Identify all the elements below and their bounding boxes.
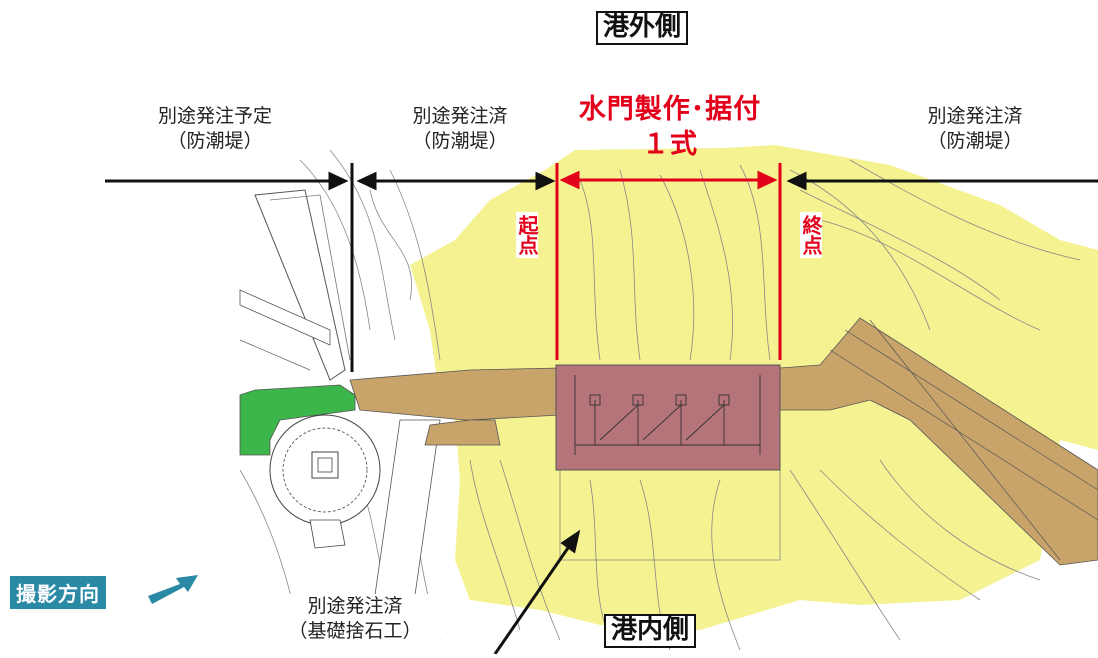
- right-ordered-label: 別途発注済 （防潮堤）: [900, 104, 1050, 153]
- left-planned-line2: （防潮堤）: [167, 129, 263, 152]
- bottom-ordered-line1: 別途発注済: [307, 595, 403, 617]
- left-ordered-line1: 別途発注済: [412, 105, 508, 127]
- round-structure: [269, 414, 381, 549]
- photo-direction-badge: 撮影方向: [10, 576, 106, 609]
- photo-direction-arrow: [148, 575, 198, 604]
- left-planned-line1: 別途発注予定: [157, 105, 272, 127]
- left-planned-label: 別途発注予定 （防潮堤）: [130, 104, 300, 153]
- bottom-ordered-label: 別途発注済 （基礎捨石工）: [270, 594, 440, 644]
- bottom-ordered-line2: （基礎捨石工）: [288, 619, 422, 642]
- center-scope-label: 水門製作･据付 １式: [550, 92, 790, 162]
- left-pier: [239, 189, 441, 631]
- seawall-left: [349, 367, 561, 446]
- seawall-right: [779, 317, 1098, 566]
- left-ordered-label: 別途発注済 （防潮堤）: [385, 104, 535, 153]
- seawall-right-detail: [829, 319, 1098, 561]
- sluice-gate-detail: [574, 375, 761, 455]
- start-point-label: 起点: [515, 212, 539, 258]
- top-arrows: [105, 171, 1098, 191]
- right-ordered-line2: （防潮堤）: [927, 129, 1023, 152]
- center-title: 水門製作･据付: [578, 94, 762, 125]
- green-section: [239, 384, 356, 456]
- harbor-inside-label: 港内側: [604, 614, 697, 648]
- right-ordered-line1: 別途発注済: [927, 105, 1023, 127]
- bottom-arrow: [493, 529, 581, 655]
- left-ordered-line2: （防潮堤）: [412, 129, 508, 152]
- end-point-label: 終点: [799, 212, 823, 258]
- scope-arrow: [559, 170, 778, 190]
- center-qty: １式: [642, 129, 698, 161]
- harbor-outside-label: 港外側: [596, 11, 689, 45]
